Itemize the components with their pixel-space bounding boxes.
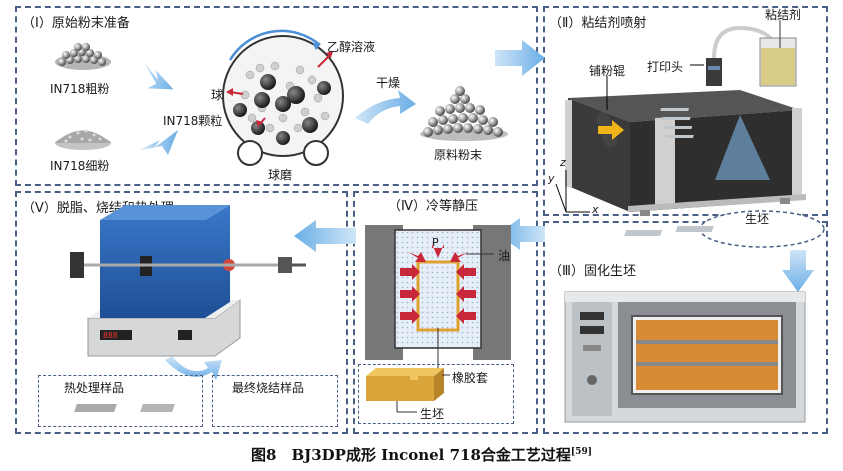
label-axis-x: x [592,203,599,216]
panel-curing-green-part [543,221,828,434]
label-print-head: 打印头 [647,60,684,74]
curing-oven [564,291,806,423]
tube-furnace: 888 [70,205,306,357]
label-ball: 球 [211,88,224,102]
caption-ref: [59] [570,447,592,457]
caption-text: 图8 BJ3DP成形 Inconel 718合金工艺过程 [251,446,571,464]
label-ball-mill: 球磨 [268,168,293,182]
rubber-sleeve-sample [366,368,450,413]
rubber-sleeve-box [358,364,514,424]
label-heat-treated: 热处理样品 [64,381,125,395]
panel-cold-isostatic-press [353,191,538,434]
panel-debind-sinter-heat [15,191,348,434]
label-axis-y: y [548,172,555,185]
label-dry: 干燥 [376,76,401,90]
green-parts-bubble [624,210,825,248]
label-coarse-powder: IN718粗粉 [50,82,110,96]
label-rubber-sleeve: 橡胶套 [452,371,489,385]
panel-title-1: （Ⅰ）原始粉末准备 [22,16,130,31]
heat-treated-sample-box [38,375,203,427]
cip-vessel [365,225,511,372]
figure-caption: 图8 BJ3DP成形 Inconel 718合金工艺过程[59] [0,444,843,465]
label-ethanol: 乙醇溶液 [327,40,376,54]
coarse-powder-pile [55,43,111,70]
label-in718-particle: IN718颗粒 [163,114,223,128]
label-pressure-p: P [432,236,439,249]
panel-title-2: （Ⅱ）粘结剂喷射 [549,16,647,31]
final-sintered-sample-box [212,375,338,427]
label-binder: 粘结剂 [765,8,802,22]
raw-powder-pile [420,86,508,141]
label-green-part: 生坯 [745,212,770,226]
panel-title-4: （Ⅳ）冷等静压 [388,199,478,214]
svg-text:888: 888 [103,331,118,340]
panel-binder-jetting [543,6,828,216]
label-axis-z: z [560,156,566,169]
binder-jetting-machine [555,20,806,216]
label-oil: 油 [498,249,511,263]
fine-powder-pile [55,129,111,150]
label-raw-powder: 原料粉末 [434,148,483,162]
label-green-part-cip: 生坯 [420,407,445,421]
label-roller: 铺粉辊 [589,64,626,78]
panel-raw-powder-prep [15,6,538,186]
label-final-sintered: 最终烧结样品 [232,381,305,395]
final-sintered-samples [74,404,175,412]
ball-mill-drum [222,29,344,166]
label-fine-powder: IN718细粉 [50,159,110,173]
panel-title-3: （Ⅲ）固化生坯 [549,264,636,279]
